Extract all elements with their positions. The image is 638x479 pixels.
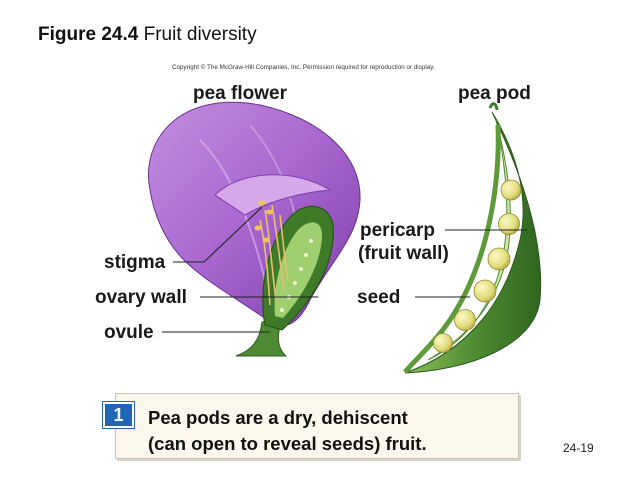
label-pea-pod: pea pod	[458, 83, 531, 104]
leader-line-stigma	[173, 206, 263, 263]
label-pericarp: pericarp	[360, 220, 435, 241]
pod-lower-edge	[403, 124, 501, 374]
petal-fold	[214, 174, 332, 216]
pod-outer	[404, 111, 542, 374]
label-ovule: ovule	[104, 322, 154, 343]
step-badge: 1	[103, 402, 134, 428]
callout-box	[115, 393, 519, 459]
callout-line-1: Pea pods are a dry, dehiscent	[148, 407, 408, 428]
stigma-tip	[254, 200, 274, 243]
pea-pod-drawing	[403, 102, 542, 374]
copyright-notice: Copyright © The McGraw-Hill Companies, I…	[172, 64, 435, 71]
label-pea-flower: pea flower	[193, 83, 287, 104]
callout-line-2: (can open to reveal seeds) fruit.	[148, 433, 427, 454]
label-seed: seed	[357, 287, 401, 308]
ovary-interior	[274, 222, 322, 318]
label-fruit-wall: (fruit wall)	[358, 243, 449, 264]
ovules	[280, 239, 313, 312]
pod-stem	[488, 102, 499, 111]
figure-number: Figure 24.4	[38, 24, 139, 45]
stamens	[259, 204, 289, 306]
figure-caption: Fruit diversity	[143, 24, 257, 45]
callout-text: Pea pods are a dry, dehiscent (can open …	[148, 405, 427, 457]
leader-lines	[162, 206, 527, 333]
label-ovary-wall: ovary wall	[95, 287, 187, 308]
figure-title: Figure 24.4 Fruit diversity	[38, 24, 257, 46]
page-number: 24-19	[563, 441, 594, 455]
pea-flower-drawing	[148, 101, 361, 357]
seeds	[433, 179, 522, 353]
label-stigma: stigma	[104, 252, 166, 273]
